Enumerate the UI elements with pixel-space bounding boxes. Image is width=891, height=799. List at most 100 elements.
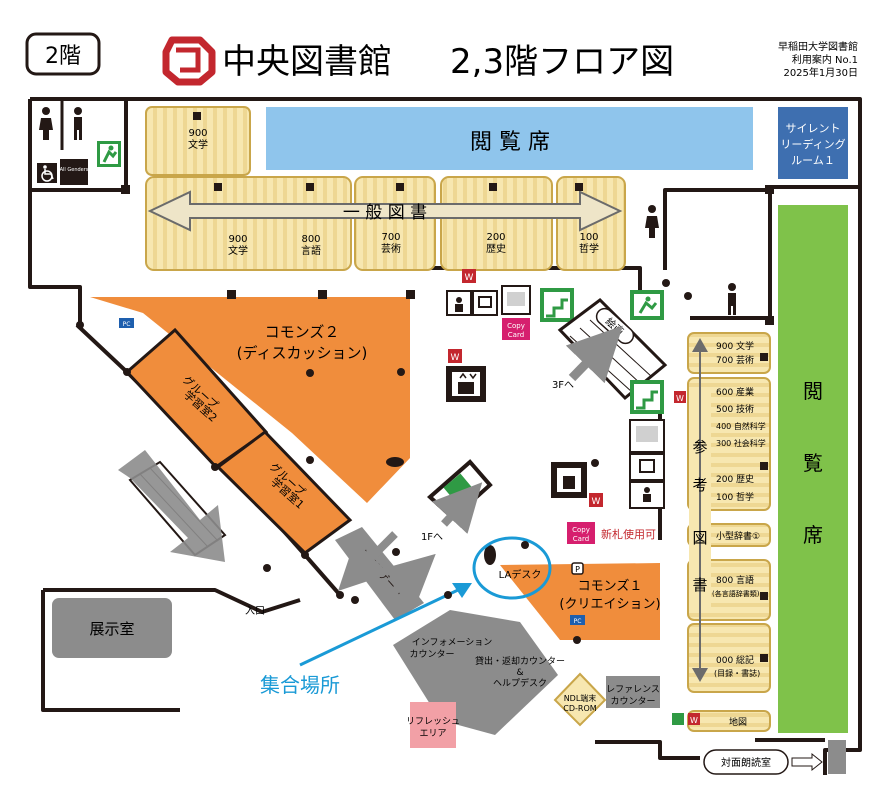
shelf-900-name: 文学 (228, 244, 248, 257)
shelf-700 (354, 176, 436, 271)
refresh-area-label-1: リフレッシュ (406, 717, 460, 727)
commons1-area (500, 563, 660, 640)
header: 2階 中央図書館 2,3階フロア図 早稲田大学図書館 利用案内 No.1 202… (25, 32, 858, 86)
female-restroom-icon-center (645, 205, 659, 238)
floor-badge-frame (25, 32, 101, 76)
elevator-icon-2 (551, 462, 587, 498)
meeting-point-label: 集合場所 (260, 673, 340, 697)
shelf-200-num: 200 (486, 232, 505, 243)
group-room-1 (215, 430, 353, 555)
page-title: 中央図書館 (222, 42, 392, 82)
to-3f-label: 3Fへ (552, 380, 574, 391)
lending-counter-label-1: 貸出・返却カウンター (475, 655, 565, 667)
shelf-900-top-num: 900 (188, 128, 207, 139)
shelf-100-name: 哲学 (579, 242, 599, 255)
reading-aloud-room-space (828, 740, 846, 774)
new-bills-label: 新札使用可 (601, 527, 656, 541)
exhibition-room-label: 展示室 (89, 620, 134, 638)
silent-reading-room (778, 107, 848, 179)
reading-seats-top-label: 閲 覧 席 (470, 130, 550, 155)
refresh-area (410, 702, 456, 748)
lending-counter-label-2: & (516, 668, 523, 678)
female-restroom-icon (39, 107, 53, 140)
ref-map: 地図 (729, 716, 747, 728)
info-guide-no: 利用案内 No.1 (792, 53, 858, 66)
stairs-icon-right (630, 380, 664, 414)
reference-counter-label-1: レファレンス (606, 685, 660, 695)
commons1-label-2: (クリエイション) (559, 597, 660, 612)
shelf-100-num: 100 (579, 232, 598, 243)
library-logo-icon (162, 36, 216, 86)
la-desk-marker (484, 545, 496, 565)
to-1f-label: 1Fへ (421, 532, 443, 543)
ref-600: 600 産業 (716, 386, 754, 398)
ref-shelf-1 (687, 332, 771, 374)
emergency-exit-icon-2 (630, 290, 664, 320)
w-badge-top (462, 269, 476, 283)
w-badge-center-text: W (592, 497, 601, 507)
ref-000: 000 総記 (716, 654, 754, 666)
reference-counter-label-2: カウンター (610, 696, 655, 707)
meeting-point-arrowhead (452, 583, 472, 598)
male-restroom-icon (74, 107, 82, 140)
p-badge-text: P (575, 565, 580, 574)
ref-800: 800 言語 (716, 574, 754, 586)
all-genders-label: All Genders (60, 167, 89, 173)
la-desk-label: LAデスク (499, 568, 542, 581)
pc-badge-commons2-text: PC (123, 321, 131, 328)
ref-700: 700 芸術 (716, 354, 754, 366)
stairs-icon-top (540, 288, 574, 322)
ref-500: 500 技術 (716, 403, 754, 415)
info-date: 2025年1月30日 (783, 66, 858, 79)
silent-room-line2: リーディング (780, 137, 845, 151)
commons1-label-1: コモンズ１ (578, 578, 643, 594)
silent-room-line1: サイレント (786, 122, 841, 135)
wheelchair-icon (37, 163, 57, 183)
copy-card-icon-2: Copy Card (567, 522, 595, 544)
lending-counter-label-3: ヘルプデスク (493, 677, 547, 689)
meeting-point-circle (472, 536, 552, 600)
reference-counter (606, 676, 660, 708)
w-badge-top-text: W (465, 273, 474, 283)
shelf-900-top (145, 106, 251, 176)
wheelchair-icon-bottom (672, 713, 684, 725)
copier-icon-right (629, 419, 665, 453)
commons2-label-2: (ディスカッション) (237, 344, 368, 362)
info-counter-label-2: カウンター (409, 649, 454, 660)
shelf-200-name: 歴史 (486, 243, 506, 255)
left-rooms: コモンズ２ (ディスカッション) PC グループ 学習室2 グループ 学習室1 … (52, 297, 410, 658)
stairs-1f (426, 459, 493, 534)
copy-card-top-line2: Card (508, 331, 524, 339)
reading-seats-top (266, 107, 753, 170)
ref-200: 200 歴史 (716, 473, 754, 485)
w-badge-right-text: W (676, 394, 684, 403)
exhibition-room (52, 598, 172, 658)
w-badge-center (589, 493, 603, 507)
ref-label-3: 図 (692, 529, 707, 547)
reading-seats-right-3: 席 (803, 523, 823, 547)
columns (76, 112, 774, 662)
shelf-200 (440, 176, 553, 271)
center-area: W Copy Card (245, 205, 736, 748)
reading-seats-right (778, 205, 848, 733)
w-badge-bottom-text: W (690, 716, 698, 725)
ref-shelf-5 (687, 623, 771, 693)
ref-label-2: 考 (692, 476, 707, 494)
shelf-800-name: 言語 (301, 244, 321, 257)
reading-seats-right-1: 閲 (803, 379, 823, 403)
ref-300: 300 社会科学 (716, 438, 766, 448)
reference-books: 閲 覧 席 参 考 図 書 900 文学 700 芸術 600 産業 500 技… (629, 205, 848, 775)
locker-icon-2 (472, 290, 498, 316)
locker-icon-right-2 (629, 481, 665, 509)
shelf-900-800 (145, 176, 352, 271)
pc-badge-commons1-text: PC (574, 618, 582, 625)
male-restroom-icon-right (728, 283, 736, 315)
elevator-icon (446, 366, 486, 402)
info-counter-label-1: インフォメーション (412, 638, 493, 648)
pc-badge-commons2 (119, 318, 134, 328)
copier-icon (501, 285, 531, 315)
ref-900: 900 文学 (716, 340, 754, 352)
w-badge-elevator-text: W (451, 353, 460, 363)
top-area: 900 文学 閲 覧 席 サイレント リーディング ルーム１ 一 般 図 書 9… (145, 106, 848, 271)
stairwell-3f: 絵画 (557, 298, 668, 401)
